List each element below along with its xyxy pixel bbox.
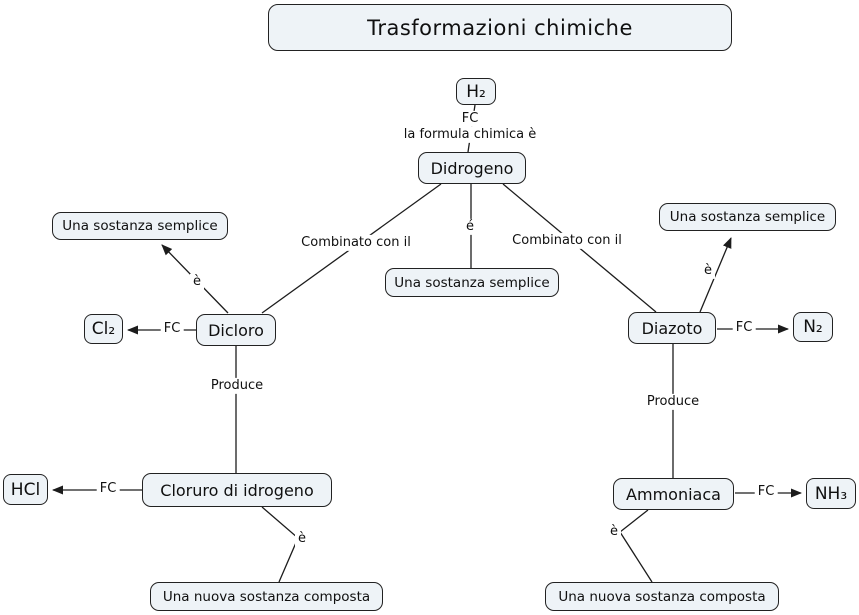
node-cl2[interactable]: Cl₂ <box>84 314 123 344</box>
node-dicloro[interactable]: Dicloro <box>196 314 276 346</box>
link-label-fc-top[interactable]: FC <box>458 110 482 128</box>
link-label-fc-nh3[interactable]: FC <box>754 483 778 501</box>
node-didrogeno[interactable]: Didrogeno <box>418 152 526 184</box>
edge-ammoniaca-nuova <box>619 509 653 583</box>
node-sostanza-semplice-destra[interactable]: Una sostanza semplice <box>659 203 836 231</box>
node-ammoniaca[interactable]: Ammoniaca <box>613 478 734 510</box>
link-label-fc-hcl[interactable]: FC <box>96 480 120 498</box>
link-label-e-destra[interactable]: è <box>701 262 715 280</box>
node-n2[interactable]: N₂ <box>793 312 833 342</box>
node-nuova-sostanza-sinistra[interactable]: Una nuova sostanza composta <box>150 582 383 611</box>
link-label-fc-n2[interactable]: FC <box>732 319 756 337</box>
node-sostanza-semplice-centro[interactable]: Una sostanza semplice <box>385 268 559 297</box>
node-h2[interactable]: H₂ <box>456 78 496 105</box>
node-diazoto[interactable]: Diazoto <box>628 312 716 344</box>
link-label-combinato-destra[interactable]: Combinato con il <box>509 232 625 250</box>
node-sostanza-semplice-sinistra[interactable]: Una sostanza semplice <box>52 212 228 240</box>
link-label-e-basso-destra[interactable]: è <box>607 523 621 541</box>
edge-cloruro-nuova <box>261 506 299 583</box>
map-title[interactable]: Trasformazioni chimiche <box>268 4 732 51</box>
link-label-formula-chimica[interactable]: la formula chimica è <box>400 126 540 144</box>
link-label-e-sinistra[interactable]: è <box>190 273 204 291</box>
node-cloruro-di-idrogeno[interactable]: Cloruro di idrogeno <box>142 473 332 507</box>
node-nuova-sostanza-destra[interactable]: Una nuova sostanza composta <box>545 582 779 611</box>
node-nh3[interactable]: NH₃ <box>806 478 856 509</box>
edge-diazoto-sostanza-destra <box>699 237 732 313</box>
link-label-e-centro[interactable]: é <box>463 218 477 236</box>
link-label-fc-cl2[interactable]: FC <box>160 320 184 338</box>
node-hcl[interactable]: HCl <box>3 474 48 505</box>
link-label-combinato-sinistra[interactable]: Combinato con il <box>298 234 414 252</box>
link-label-produce-sinistra[interactable]: Produce <box>207 377 267 395</box>
link-label-produce-destra[interactable]: Produce <box>643 393 703 411</box>
link-label-e-basso-sinistra[interactable]: è <box>295 530 309 548</box>
